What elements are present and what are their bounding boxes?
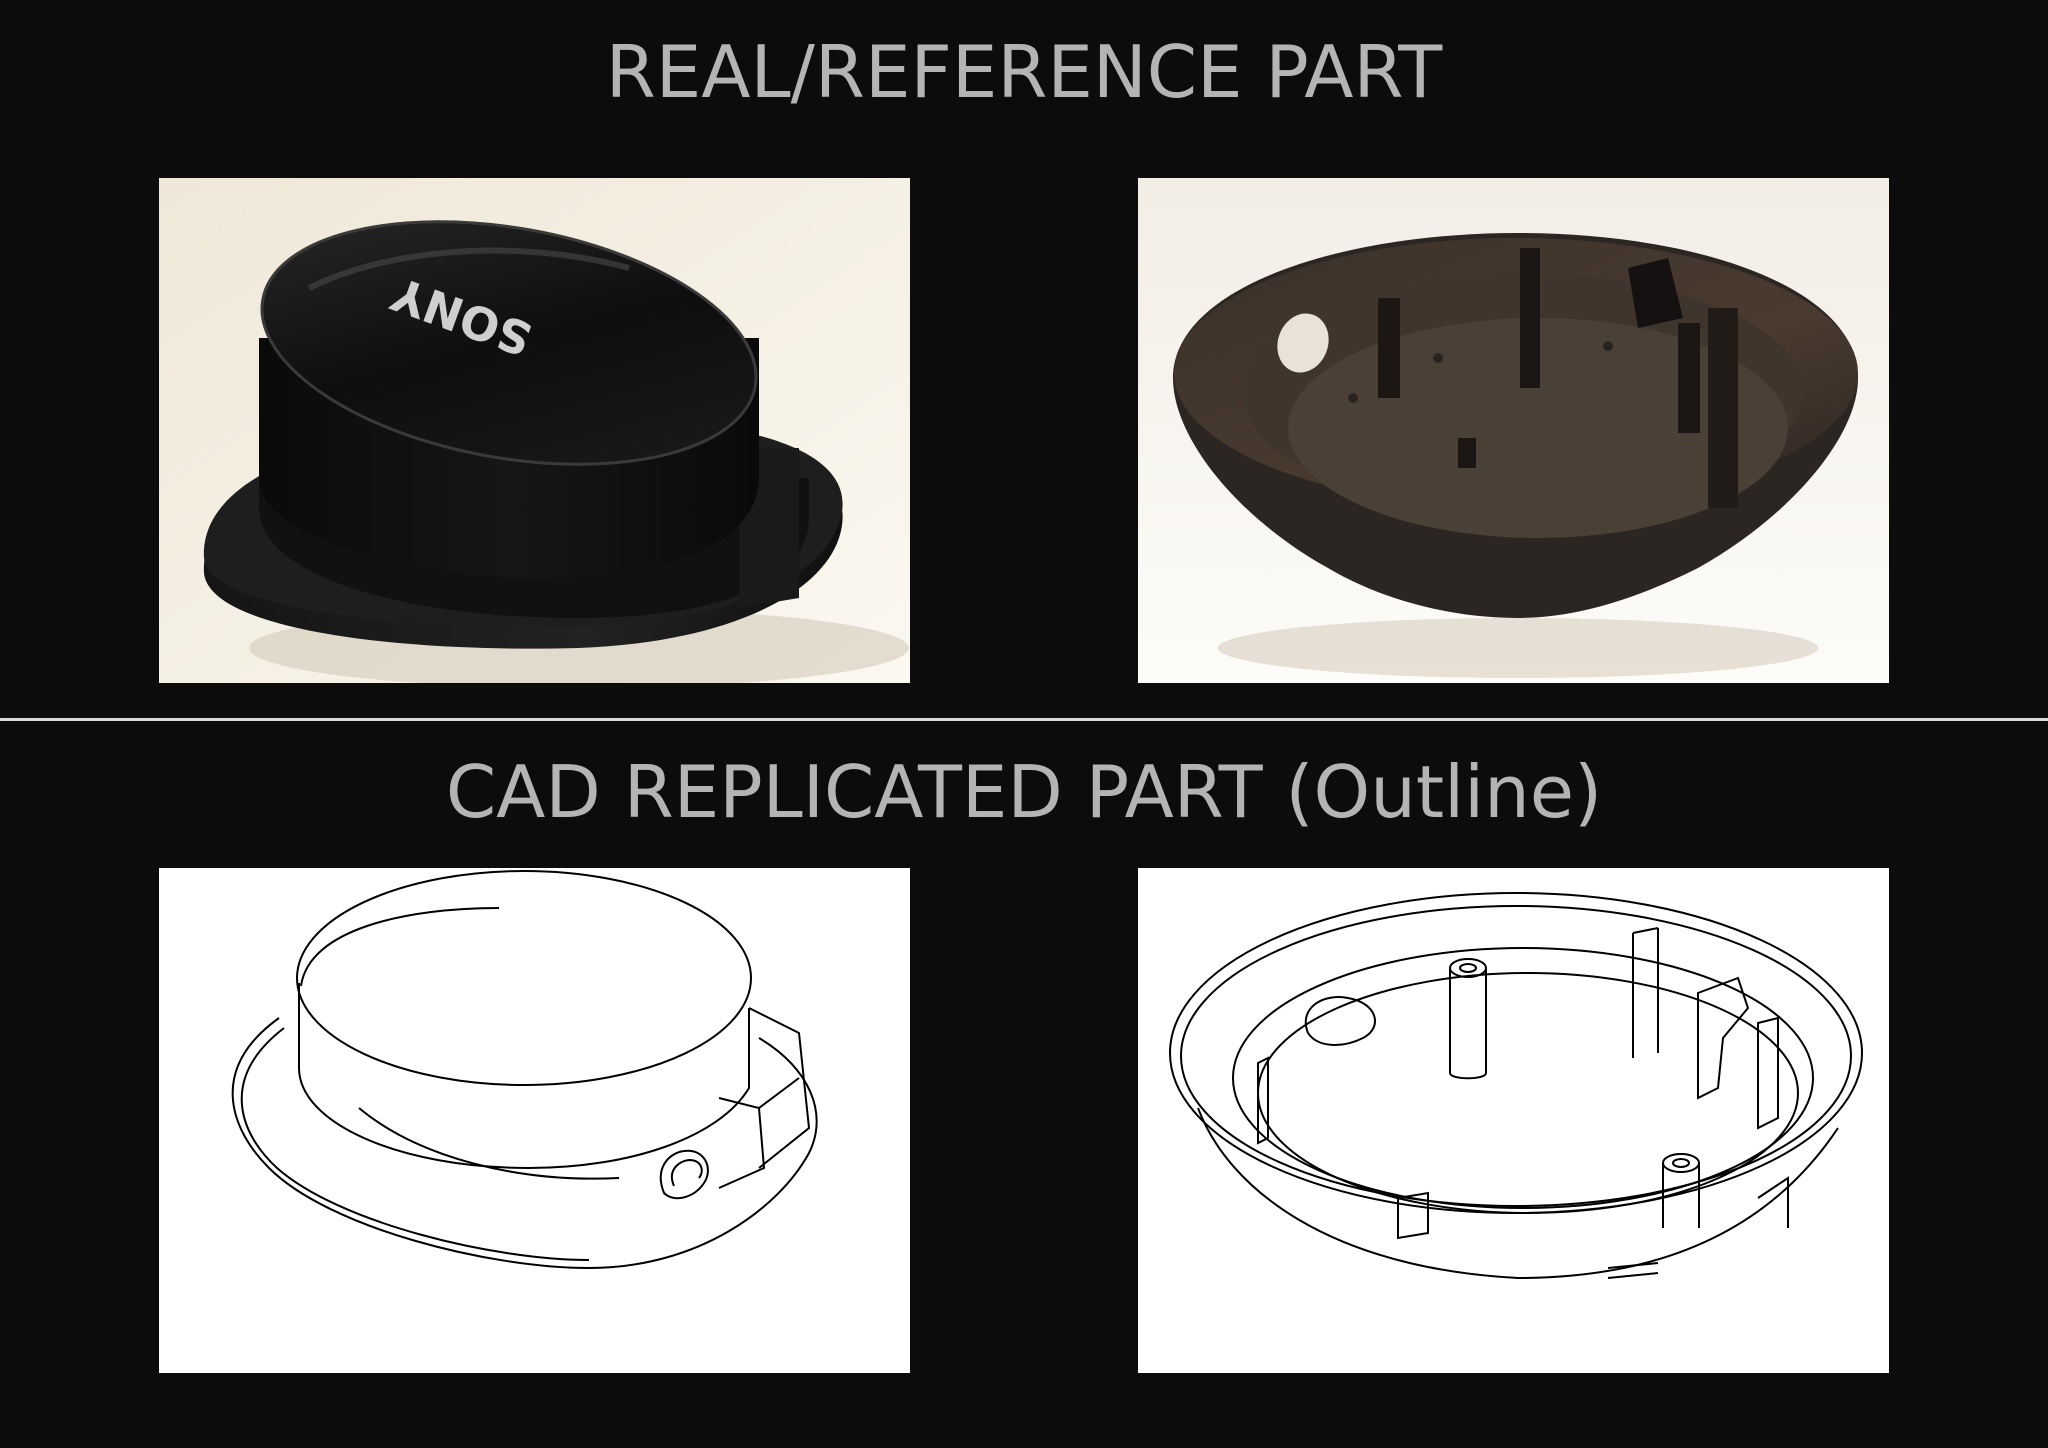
- reference-part-heading: REAL/REFERENCE PART: [605, 30, 1443, 114]
- cad-drawing-cap-assembled: [159, 868, 910, 1373]
- reference-photo-cap-assembled: SONY: [159, 178, 910, 683]
- cap-photo-illustration: SONY: [159, 178, 910, 683]
- cad-part-heading: CAD REPLICATED PART (Outline): [445, 750, 1603, 834]
- reference-photo-base-open: [1138, 178, 1889, 683]
- cad-drawing-base-open: [1138, 868, 1889, 1373]
- cap-line-drawing: [231, 870, 818, 1270]
- base-photo-illustration: [1138, 178, 1889, 683]
- base-line-drawing: [1169, 892, 1863, 1280]
- section-divider: [0, 718, 2048, 721]
